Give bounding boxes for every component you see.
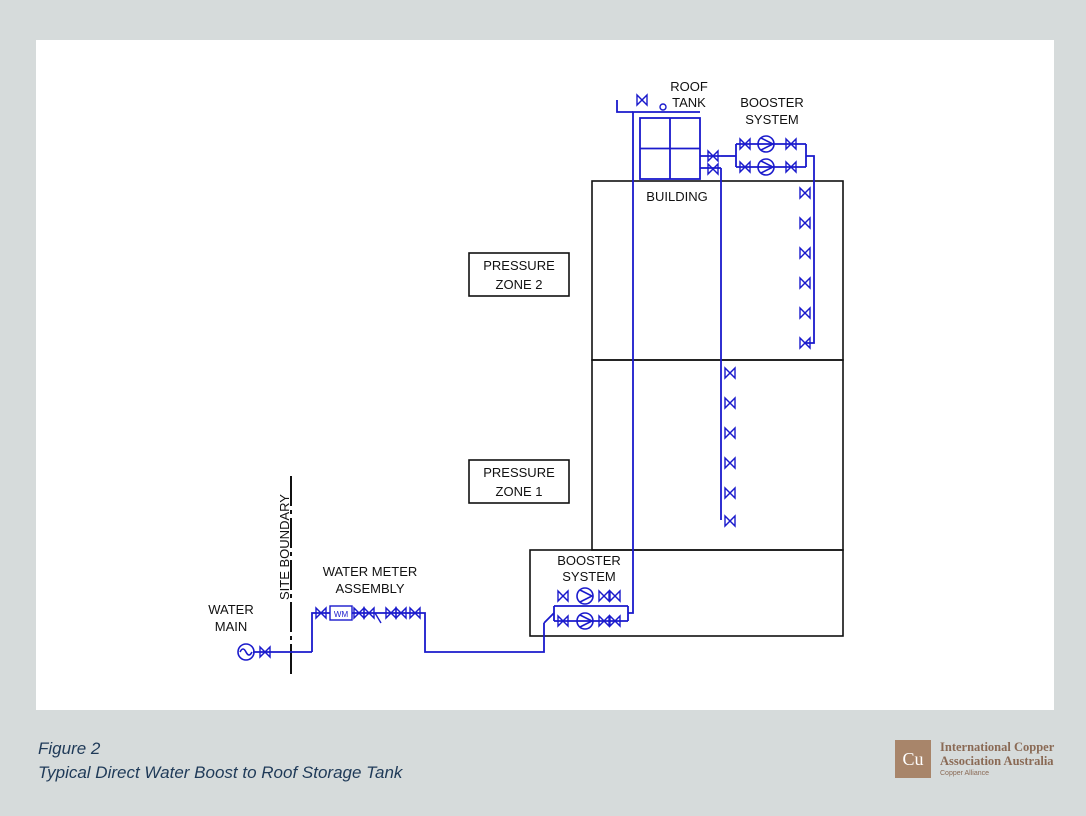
figure-title: Typical Direct Water Boost to Roof Stora… (38, 763, 403, 782)
diagram-panel: WM ROOF TANK BOOSTER SYSTEM BUILDING PRE… (36, 40, 1054, 710)
roof-tank-label-1: ROOF (670, 79, 708, 94)
water-system-diagram: WM ROOF TANK BOOSTER SYSTEM BUILDING PRE… (208, 79, 844, 676)
booster-top-label-2: SYSTEM (745, 112, 798, 127)
water-main-label-1: WATER (208, 602, 254, 617)
zone1-box (468, 459, 570, 504)
site-boundary-label: SITE BOUNDARY (277, 494, 292, 600)
zone2-label-2: ZONE 2 (496, 277, 543, 292)
roof-tank-label-2: TANK (672, 95, 706, 110)
zone1-label-2: ZONE 1 (496, 484, 543, 499)
meter-mark: WM (334, 610, 349, 619)
water-main-label-2: MAIN (215, 619, 248, 634)
ica-logo: Cu International Copper Association Aust… (895, 740, 1065, 788)
water-meter-label-2: ASSEMBLY (335, 581, 404, 596)
zone2-box (468, 252, 570, 297)
logo-tagline: Copper Alliance (940, 770, 990, 777)
pump-icons (237, 135, 775, 661)
logo-name-line1: International Copper (940, 740, 1055, 754)
building-outline (529, 180, 844, 637)
copper-symbol: Cu (895, 740, 931, 778)
building-upper-zone (591, 180, 844, 361)
logo-name-line2: Association Australia (940, 754, 1054, 768)
plant-room (529, 549, 844, 637)
zone1-label-1: PRESSURE (483, 465, 555, 480)
zone2-label-1: PRESSURE (483, 258, 555, 273)
building-label: BUILDING (646, 189, 707, 204)
water-meter-icon (329, 605, 353, 621)
booster-bottom-label-2: SYSTEM (562, 569, 615, 584)
building-lower-zone (591, 359, 844, 551)
booster-bottom-label-1: BOOSTER (557, 553, 621, 568)
figure-number: Figure 2 (38, 739, 101, 758)
booster-top-label-1: BOOSTER (740, 95, 804, 110)
water-main-icon (237, 643, 255, 661)
valve-icons (259, 93, 811, 659)
water-meter-label-1: WATER METER (323, 564, 418, 579)
